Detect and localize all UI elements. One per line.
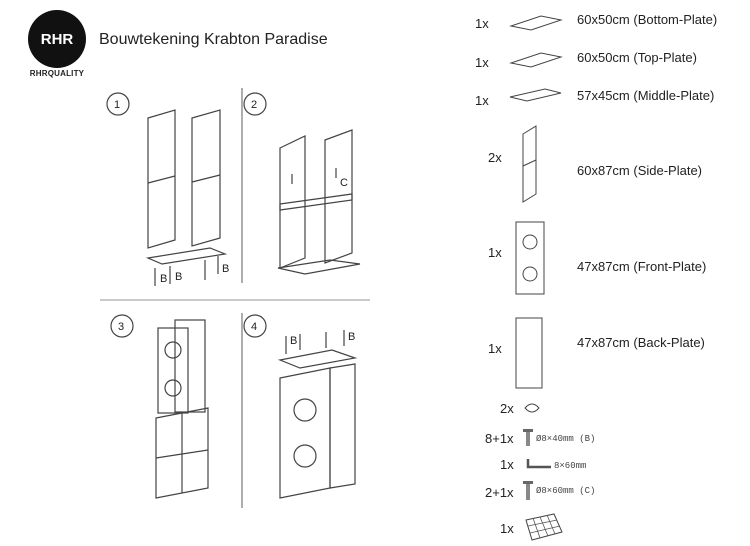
part-quantity: 1x — [475, 16, 489, 31]
hardware-quantity: 2+1x — [485, 485, 514, 500]
part-name: 47x87cm (Front-Plate) — [577, 259, 707, 274]
step-2-drawing — [243, 92, 361, 275]
part-name: 60x50cm (Bottom-Plate) — [577, 12, 718, 27]
step-2-number: 2 — [251, 99, 257, 111]
flat-plate-icon — [509, 52, 563, 68]
hardware-quantity: 8+1x — [485, 431, 514, 446]
step-3-drawing — [110, 314, 209, 499]
brand-logo: RHR — [28, 10, 86, 68]
screw-icon — [523, 429, 533, 446]
front-plate-icon — [515, 221, 545, 295]
flat-plate-icon — [509, 88, 562, 102]
long-screw-icon — [523, 481, 533, 500]
step1-side-panel-left — [147, 109, 176, 249]
logo-subtext: RHRQUALITY — [29, 69, 85, 78]
step-4-drawing — [243, 314, 358, 499]
part-name: 60x50cm (Top-Plate) — [577, 50, 697, 65]
part-quantity: 1x — [475, 55, 489, 70]
step1-bottom-plate — [145, 247, 228, 265]
step1-screw-label: B — [160, 273, 167, 285]
step1-screw-label: B — [175, 271, 182, 283]
hex-key-icon — [526, 459, 551, 469]
logo-text: RHR — [40, 30, 74, 48]
hardware-label: Ø8×60mm (C) — [536, 486, 596, 496]
step1-side-panel-right — [191, 109, 221, 247]
flat-plate-icon — [509, 15, 563, 31]
step4-screw-label: B — [290, 335, 297, 347]
step-4-number: 4 — [251, 321, 257, 333]
net-pad-icon — [525, 513, 563, 541]
part-quantity: 1x — [488, 245, 502, 260]
step4-screw-label: B — [348, 331, 355, 343]
page-title: Bouwtekening Krabton Paradise — [99, 31, 328, 48]
step-1-number: 1 — [114, 99, 120, 111]
part-name: 47x87cm (Back-Plate) — [577, 335, 705, 350]
hardware-label: 8×60mm — [554, 461, 587, 471]
step-3-number: 3 — [118, 321, 124, 333]
hardware-quantity: 2x — [500, 401, 514, 416]
step2-middle-plate — [279, 193, 353, 211]
step4-box-front — [279, 367, 331, 499]
step3-front-plate — [157, 327, 189, 414]
hardware-label: Ø8×40mm (B) — [536, 434, 596, 444]
step1-screw-label: B — [222, 263, 229, 275]
side-plate-icon — [522, 125, 537, 203]
clip-icon — [524, 403, 540, 413]
step2-side-panel-left — [279, 135, 306, 269]
back-plate-icon — [515, 317, 543, 389]
step4-top-plate — [277, 349, 358, 369]
part-quantity: 1x — [475, 93, 489, 108]
part-name: 60x87cm (Side-Plate) — [577, 163, 702, 178]
part-name: 57x45cm (Middle-Plate) — [577, 88, 715, 103]
step-1-drawing — [106, 92, 228, 286]
step2-bracket-label: C — [340, 177, 348, 189]
part-quantity: 2x — [488, 150, 502, 165]
step3-frame — [155, 407, 209, 499]
assembly-steps-drawing: 1 2 3 4 B B B C B B — [100, 88, 370, 508]
hardware-quantity: 1x — [500, 521, 514, 536]
part-quantity: 1x — [488, 341, 502, 356]
hardware-quantity: 1x — [500, 457, 514, 472]
